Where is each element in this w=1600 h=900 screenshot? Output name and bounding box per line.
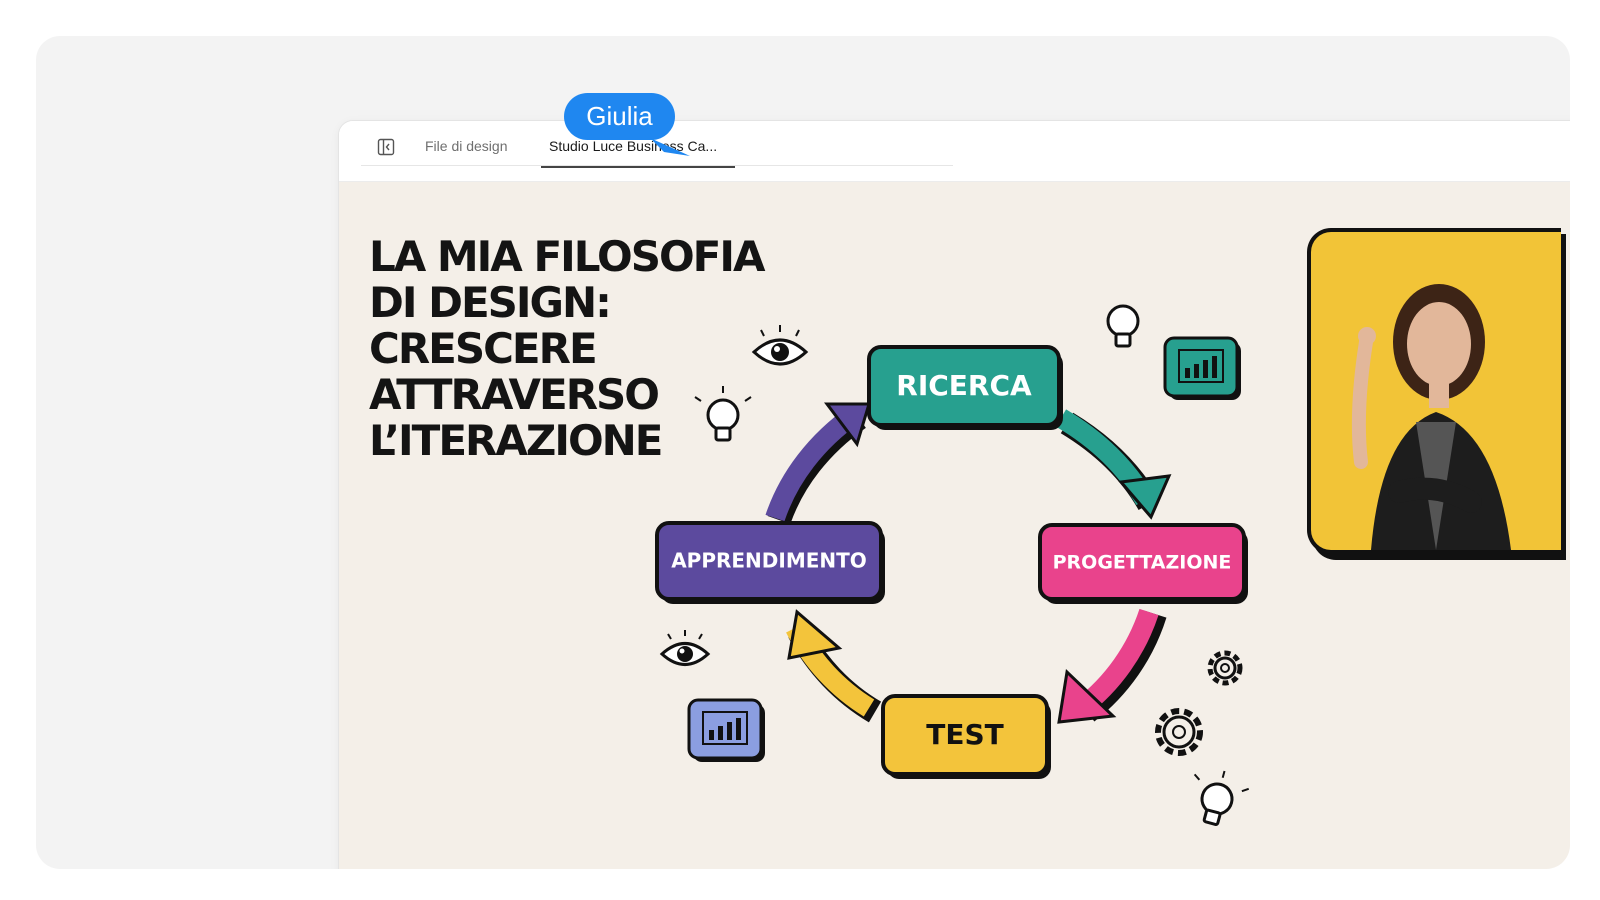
stage-research-label: RICERCA xyxy=(896,369,1032,402)
canvas-stage: File di design Studio Luce Business Ca..… xyxy=(36,36,1570,869)
arrowhead-pink xyxy=(1057,668,1117,724)
collaborator-cursor-icon xyxy=(650,138,690,156)
chart-bubble-icon xyxy=(1163,336,1241,400)
stage-research[interactable]: RICERCA xyxy=(867,345,1063,430)
arrowhead-purple xyxy=(824,402,872,448)
tab-bar: File di design Studio Luce Business Ca..… xyxy=(339,121,1570,182)
arrowhead-yellow xyxy=(787,609,843,660)
slide-canvas[interactable]: LA MIA FILOSOFIA DI DESIGN: CRESCERE ATT… xyxy=(339,182,1570,869)
tab-design-files[interactable]: File di design xyxy=(425,138,508,154)
stage-learning[interactable]: APPRENDIMENTO xyxy=(655,521,885,604)
presentation-window: File di design Studio Luce Business Ca..… xyxy=(339,121,1570,869)
stage-test-label: TEST xyxy=(926,718,1004,751)
stage-learning-label: APPRENDIMENTO xyxy=(671,549,867,573)
lightbulb-icon xyxy=(1193,770,1250,827)
chart-bubble-icon xyxy=(687,698,765,762)
stage-test[interactable]: TEST xyxy=(881,694,1051,779)
stage-design-label: PROGETTAZIONE xyxy=(1053,552,1232,574)
stage-design[interactable]: PROGETTAZIONE xyxy=(1038,523,1248,604)
tab-bar-divider xyxy=(361,165,953,166)
tab-active-presentation[interactable]: Studio Luce Business Ca... xyxy=(541,135,735,168)
eye-icon xyxy=(751,325,809,366)
sidebar-toggle-icon[interactable] xyxy=(377,138,395,156)
lightbulb-icon xyxy=(1106,304,1140,348)
gear-icon xyxy=(1207,650,1243,686)
arrowhead-teal xyxy=(1118,474,1172,520)
presenter-portrait xyxy=(1307,228,1561,554)
gear-icon xyxy=(1155,708,1203,756)
eye-icon xyxy=(659,630,711,666)
iteration-cycle-diagram: RICERCA PROGETTAZIONE TEST APPRENDIMENTO xyxy=(655,304,1250,827)
presenter-illustration xyxy=(1351,284,1511,550)
collaborator-cursor-label: Giulia xyxy=(564,93,675,140)
lightbulb-icon xyxy=(694,386,752,442)
slide-title: LA MIA FILOSOFIA DI DESIGN: CRESCERE ATT… xyxy=(369,232,766,465)
